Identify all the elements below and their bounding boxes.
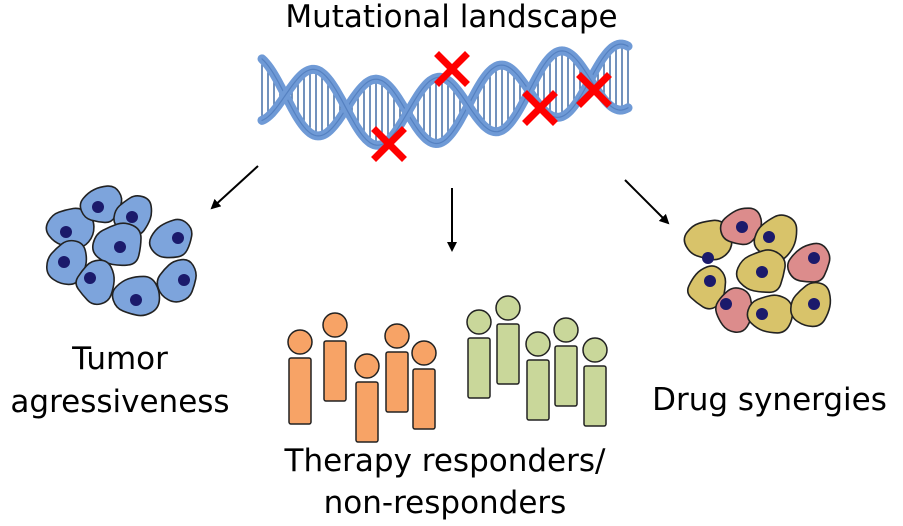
- patient-groups: [287, 295, 608, 443]
- mutation-x-icon: [434, 51, 470, 87]
- dna-strand-a-edge: [261, 43, 629, 145]
- cell-icon: [75, 259, 115, 306]
- tumor-label-line-2: agressiveness: [10, 384, 230, 420]
- cell-icon: [789, 281, 832, 328]
- nucleus-icon: [114, 241, 126, 253]
- person-icon: [466, 309, 492, 399]
- cell-icon: [753, 214, 798, 262]
- person-icon: [553, 317, 579, 407]
- cell-icon: [91, 222, 142, 267]
- nucleus-icon: [736, 221, 748, 233]
- cell-icon: [786, 242, 831, 283]
- cell-icon: [719, 207, 763, 246]
- nucleus-icon: [58, 256, 70, 268]
- arrow-icon: [624, 179, 670, 225]
- person-icon: [525, 331, 551, 421]
- nucleus-icon: [720, 298, 732, 310]
- therapy-label-line-2: non-responders: [323, 485, 567, 521]
- mutation-x-icon: [371, 126, 407, 162]
- cell-icon: [156, 258, 197, 303]
- arrow-icon: [210, 165, 259, 210]
- nucleus-icon: [130, 294, 142, 306]
- nucleus-icon: [126, 211, 138, 223]
- cell-icon: [148, 218, 193, 259]
- mutation-x-icon: [522, 90, 558, 126]
- cell-icon: [686, 265, 727, 310]
- mixed-cell-cluster-icon: [683, 207, 832, 334]
- nucleus-icon: [763, 231, 775, 243]
- therapy-label-line-1: Therapy responders/: [284, 443, 606, 479]
- tumor-label-line-1: Tumor: [72, 341, 168, 377]
- person-icon: [354, 353, 380, 443]
- person-icon: [322, 312, 348, 402]
- nucleus-icon: [808, 252, 820, 264]
- cell-icon: [45, 239, 88, 286]
- mutation-marks: [371, 51, 612, 162]
- nucleus-icon: [756, 308, 768, 320]
- therapy-responders-label: Therapy responders/ non-responders: [230, 440, 660, 524]
- person-icon: [582, 337, 608, 427]
- nucleus-icon: [808, 298, 820, 310]
- nucleus-icon: [178, 274, 190, 286]
- nucleus-icon: [92, 201, 104, 213]
- tumor-aggressiveness-label: Tumor agressiveness: [0, 338, 240, 424]
- person-icon: [384, 323, 410, 413]
- person-icon: [287, 329, 313, 425]
- nucleus-icon: [756, 266, 768, 278]
- nucleus-icon: [60, 226, 72, 238]
- tumor-cell-cluster-icon: [45, 185, 197, 317]
- person-icon: [411, 340, 437, 430]
- cell-icon: [735, 249, 786, 294]
- nucleus-icon: [704, 275, 716, 287]
- cell-icon: [714, 287, 753, 334]
- nucleus-icon: [84, 272, 96, 284]
- diagram-title: Mutational landscape: [285, 0, 618, 35]
- cell-icon: [746, 294, 794, 334]
- cell-icon: [111, 275, 161, 317]
- drug-synergies-label: Drug synergies: [652, 382, 887, 418]
- nucleus-icon: [172, 232, 184, 244]
- mutation-x-icon: [576, 72, 612, 108]
- person-icon: [495, 295, 521, 385]
- nucleus-icon: [702, 252, 714, 264]
